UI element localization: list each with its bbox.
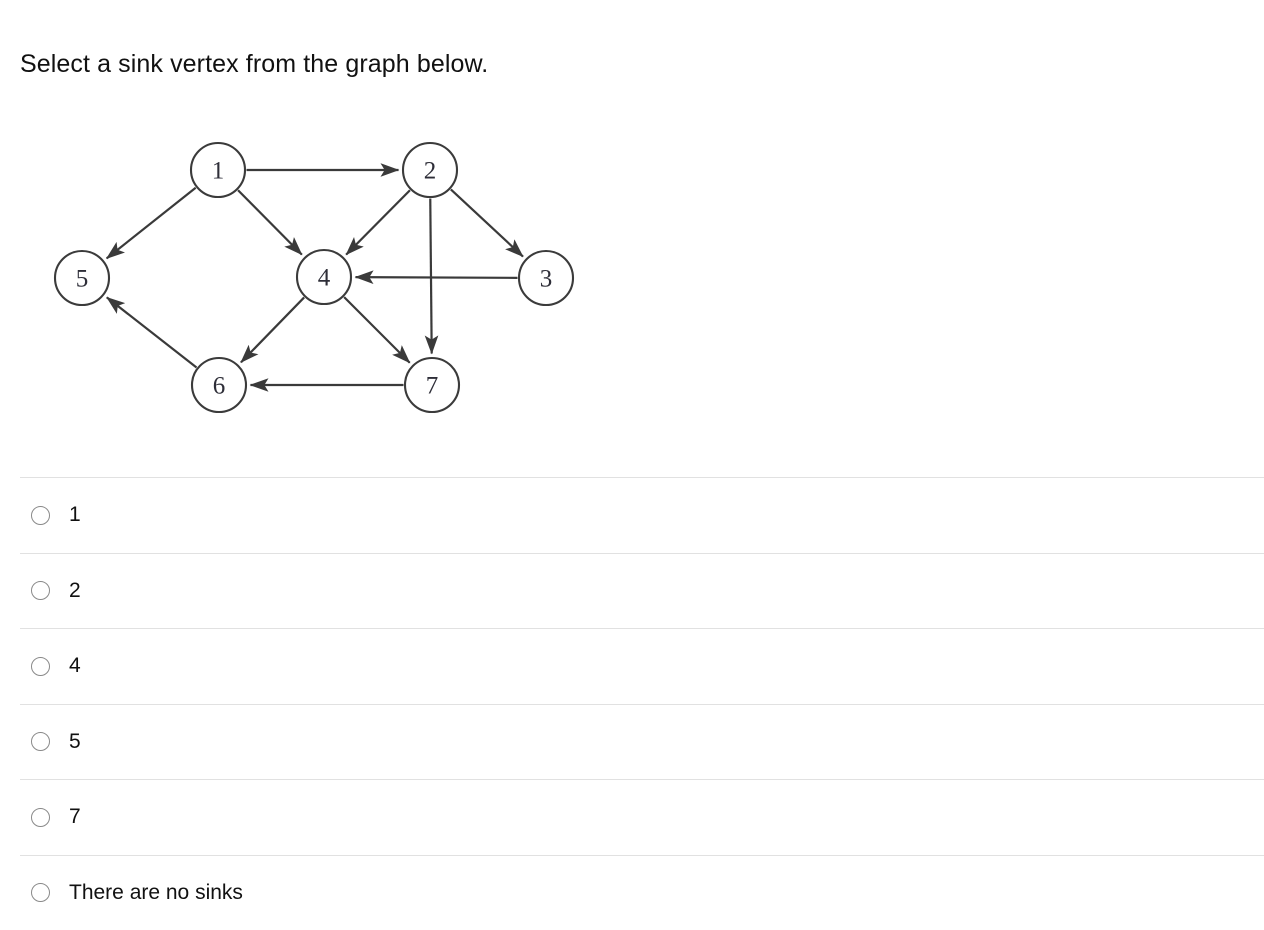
graph-vertex-2: 2 — [403, 143, 457, 197]
graph-vertex-6: 6 — [192, 358, 246, 412]
option-row-opt-no-sinks[interactable]: There are no sinks — [20, 855, 1264, 930]
radio-button-opt-4[interactable] — [31, 657, 50, 676]
option-label-opt-7: 7 — [69, 804, 81, 830]
option-label-opt-5: 5 — [69, 729, 81, 755]
option-label-opt-no-sinks: There are no sinks — [69, 880, 243, 906]
option-label-opt-4: 4 — [69, 653, 81, 679]
option-label-opt-2: 2 — [69, 578, 81, 604]
option-row-opt-5[interactable]: 5 — [20, 704, 1264, 780]
directed-graph-svg: 1 2 3 4 5 6 7 — [0, 120, 640, 440]
graph-vertex-7: 7 — [405, 358, 459, 412]
page-title: Select a sink vertex from the graph belo… — [20, 47, 488, 81]
option-row-opt-7[interactable]: 7 — [20, 779, 1264, 855]
vertex-label-4: 4 — [318, 265, 331, 292]
radio-button-opt-5[interactable] — [31, 732, 50, 751]
graph-edge-4-to-7 — [344, 297, 410, 363]
graph-edge-2-to-3 — [451, 189, 523, 256]
option-row-opt-1[interactable]: 1 — [20, 477, 1264, 553]
option-label-opt-1: 1 — [69, 502, 81, 528]
vertex-label-6: 6 — [213, 373, 226, 400]
option-row-opt-4[interactable]: 4 — [20, 628, 1264, 704]
graph-edge-3-to-4 — [355, 277, 517, 278]
graph-vertex-1: 1 — [191, 143, 245, 197]
radio-button-opt-7[interactable] — [31, 808, 50, 827]
vertex-label-1: 1 — [212, 158, 225, 185]
vertex-label-2: 2 — [424, 158, 437, 185]
graph-figure: 1 2 3 4 5 6 7 — [0, 120, 640, 440]
graph-vertex-5: 5 — [55, 251, 109, 305]
graph-vertex-4: 4 — [297, 250, 351, 304]
vertex-label-7: 7 — [426, 373, 439, 400]
option-row-opt-2[interactable]: 2 — [20, 553, 1264, 629]
vertex-label-5: 5 — [76, 266, 89, 293]
radio-button-opt-2[interactable] — [31, 581, 50, 600]
graph-edge-1-to-5 — [107, 188, 196, 259]
graph-edge-6-to-5 — [107, 297, 197, 367]
radio-button-opt-no-sinks[interactable] — [31, 883, 50, 902]
graph-edge-1-to-4 — [238, 190, 302, 254]
graph-vertex-3: 3 — [519, 251, 573, 305]
graph-edge-2-to-4 — [346, 190, 410, 254]
graph-edge-4-to-6 — [241, 297, 304, 362]
graph-edge-2-to-7 — [430, 198, 431, 353]
radio-button-opt-1[interactable] — [31, 506, 50, 525]
vertex-label-3: 3 — [540, 266, 553, 293]
